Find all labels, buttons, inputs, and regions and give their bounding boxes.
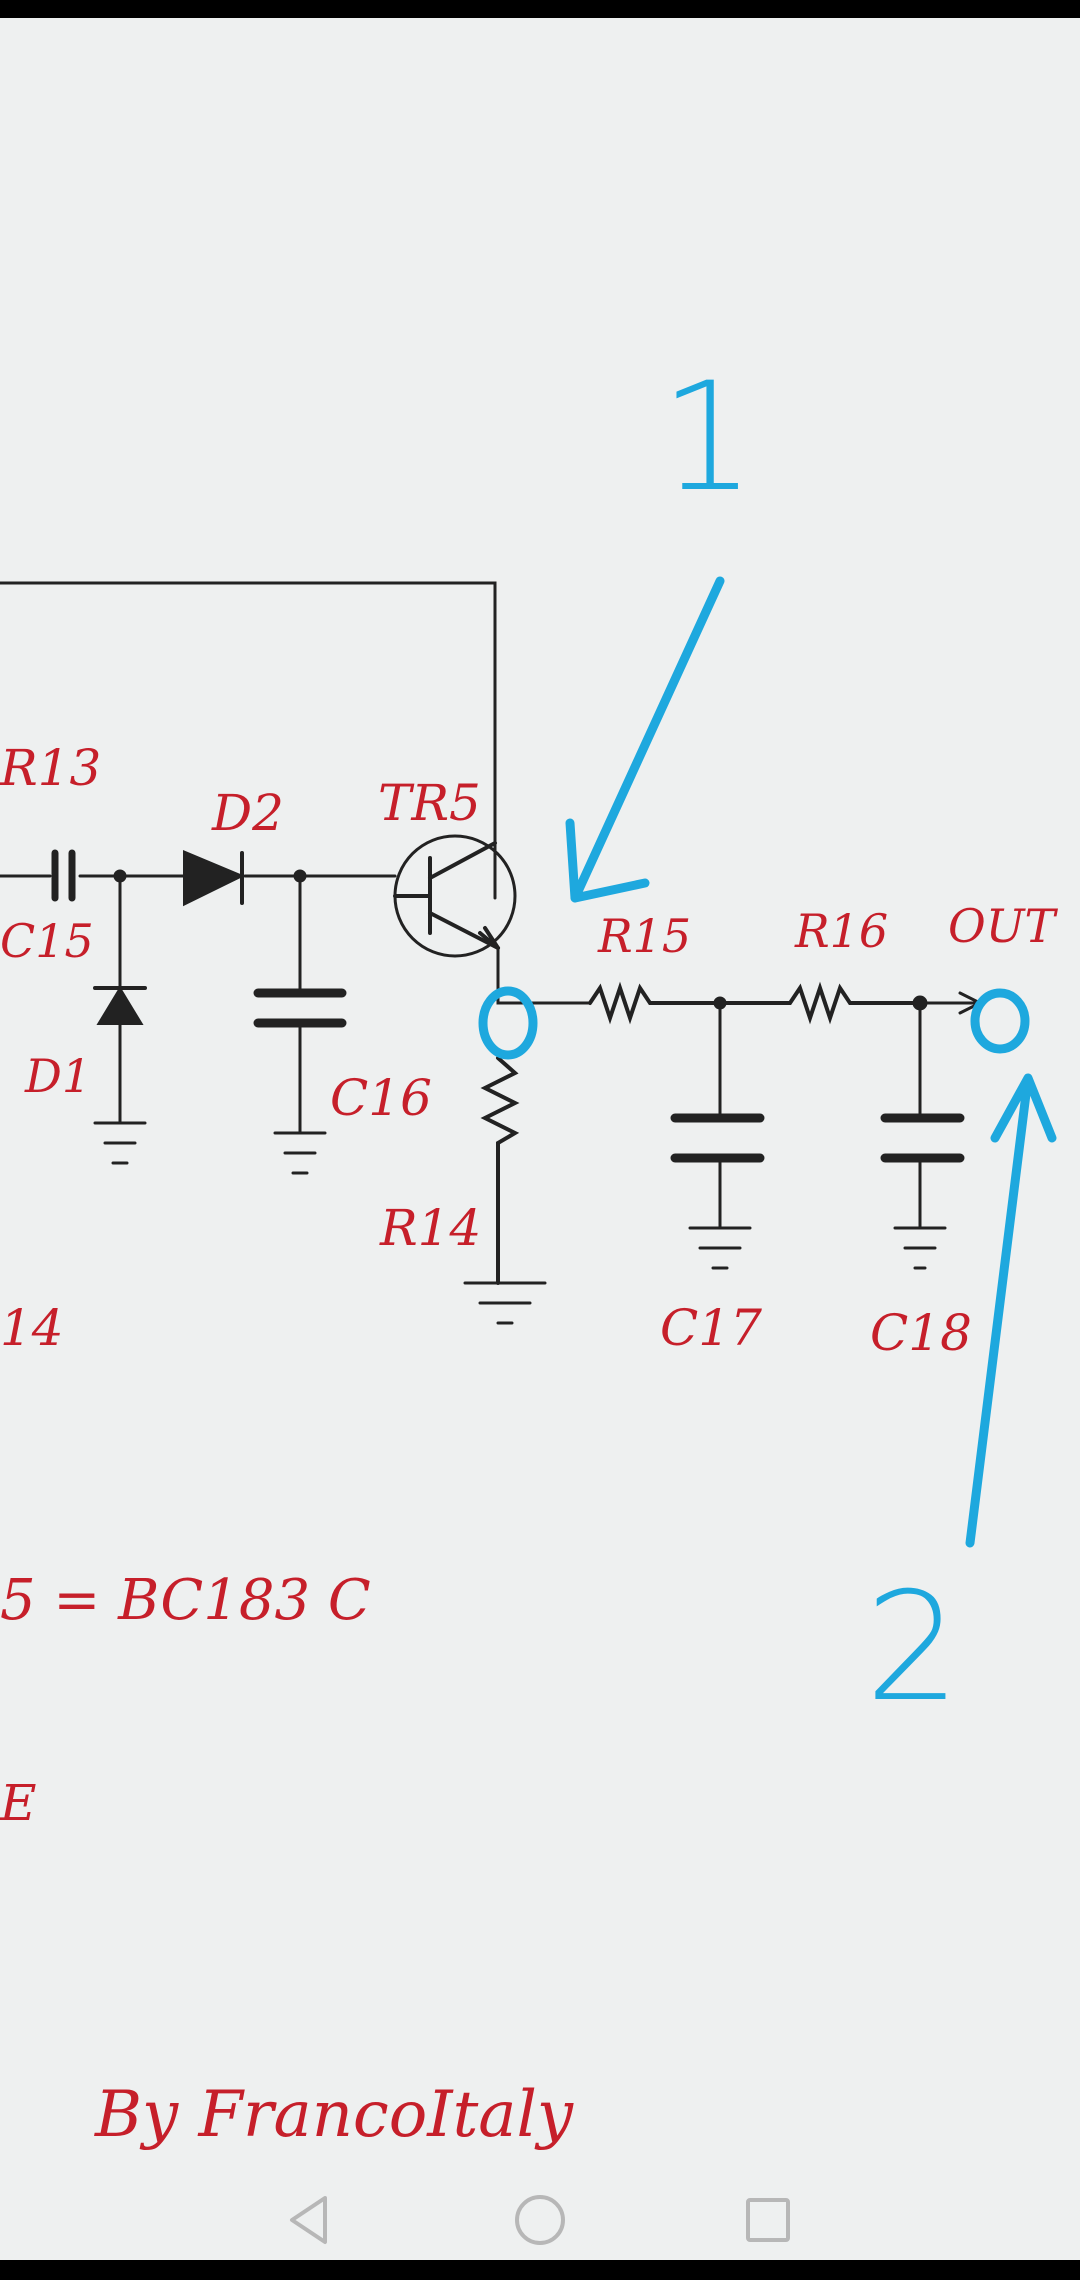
blue-annotations: [478, 576, 1057, 1548]
circle-home-icon: [515, 2195, 565, 2245]
r16-symbol: [718, 981, 922, 1025]
d1-symbol: [93, 986, 147, 1025]
signature: By FrancoItaly: [95, 2078, 574, 2152]
square-recents-icon: [746, 2198, 790, 2242]
circle-emitter-node: [478, 986, 538, 1060]
circle-output-node: [970, 988, 1030, 1054]
label-formula: 5 = BC183 C: [0, 1568, 371, 1633]
label-c15: C15: [0, 914, 94, 968]
label-out: OUT: [948, 899, 1056, 953]
schematic-drawing: [0, 576, 1057, 1548]
label-partial-e: E: [0, 1774, 37, 1832]
arrow-2: [965, 1073, 1057, 1548]
label-r16: R16: [795, 904, 889, 958]
arrow-1: [565, 576, 725, 903]
d2-symbol: [183, 849, 245, 907]
ground-d1: [93, 1121, 147, 1165]
label-c18: C18: [870, 1304, 972, 1362]
label-d2: D2: [212, 784, 284, 842]
triangle-back-icon: [290, 2196, 327, 2244]
label-r13: R13: [0, 739, 102, 797]
c17-symbol: [670, 1113, 765, 1163]
bottom-edge: [0, 2260, 1080, 2280]
c16-symbol: [253, 988, 347, 1028]
c15-symbol: [51, 849, 76, 902]
label-partial-14: 14: [0, 1299, 64, 1357]
ground-c18: [893, 1226, 947, 1270]
schematic-photo: R13 D2 TR5 C15 D1 C16 R15 R16 OUT R14 C1…: [0, 18, 1080, 2260]
top-wire: [0, 581, 497, 900]
ground-r14: [463, 1281, 547, 1325]
c18-symbol: [880, 1113, 965, 1163]
r15-symbol: [588, 981, 722, 1025]
annotation-marker-1: 1: [660, 351, 756, 525]
ground-c16: [273, 1131, 327, 1175]
label-c17: C17: [660, 1299, 762, 1357]
ground-c17: [688, 1226, 752, 1270]
annotation-marker-2: 2: [865, 1561, 961, 1735]
label-c16: C16: [330, 1069, 432, 1127]
label-d1: D1: [25, 1049, 92, 1103]
r14-symbol: [480, 1056, 520, 1285]
home-button[interactable]: [510, 2190, 570, 2250]
back-button[interactable]: [280, 2190, 340, 2250]
status-bar: [0, 0, 1080, 18]
recents-button[interactable]: [738, 2190, 798, 2250]
label-tr5: TR5: [378, 774, 481, 832]
label-r15: R15: [598, 909, 692, 963]
label-r14: R14: [380, 1199, 482, 1257]
